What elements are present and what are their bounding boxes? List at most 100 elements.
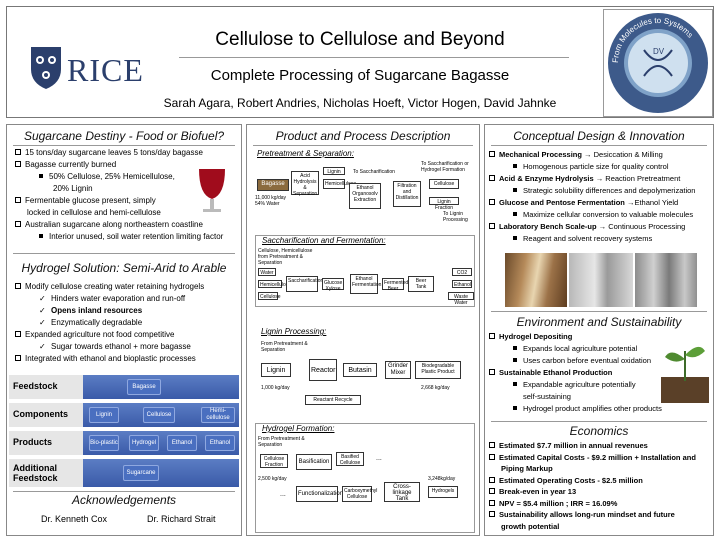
cellulose-input-box: Cellulose — [258, 292, 281, 300]
lignin-output-rate: 2,668 kg/day — [421, 385, 450, 391]
section-divider — [13, 491, 235, 492]
water-box: Water — [258, 268, 276, 276]
ellipsis-2: ... — [280, 491, 286, 498]
grinder-mixer-box: Grinder Mixer — [385, 361, 411, 379]
list-item: Piping Markup — [501, 464, 553, 473]
hydrogels-box: Hydrogels — [428, 486, 458, 498]
list-item: growth potential — [501, 521, 560, 531]
list-item: Modify cellulose creating water retainin… — [15, 281, 241, 293]
poster-header: RICE Cellulose to Cellulose and Beyond C… — [6, 6, 714, 118]
check-icon: ✓ — [39, 318, 46, 327]
list-item: Glucose and Pentose Fermentation →Ethano… — [489, 197, 713, 209]
fermented-beer-box: Fermented Beer — [382, 278, 409, 292]
list-item: ✓Enzymatically degradable — [39, 318, 143, 327]
section-title-acknowledgements: Acknowledgements — [71, 493, 177, 507]
fermentation-tanks-photo — [635, 253, 697, 307]
ethanol-glass-icon — [199, 169, 225, 212]
list-item: locked in cellulose and hemi-cellulose — [27, 208, 161, 217]
sacch-source: Cellulose, Hemicellulose from Pretreatme… — [258, 248, 313, 266]
seal-icon: From Molecules to Systems DV — [608, 13, 708, 113]
cellulose-chip: Cellulose — [143, 407, 175, 423]
list-item: ✓Sugar towards ethanol + more bagasse — [39, 342, 191, 351]
list-item: Break-even in year 13 — [489, 486, 713, 498]
left-column: Sugarcane Destiny - Food or Biofuel? 15 … — [6, 124, 242, 536]
section-title-sugarcane: Sugarcane Destiny - Food or Biofuel? — [23, 129, 225, 143]
list-item: 20% Lignin — [53, 184, 93, 193]
seal-inner-text: DV — [653, 47, 665, 56]
list-item: Maximize cellular conversion to valuable… — [489, 209, 713, 221]
poster-subtitle: Complete Processing of Sugarcane Bagasse — [210, 67, 510, 84]
row-label: Products — [9, 431, 83, 455]
right-column: Conceptual Design & Innovation Mechanica… — [484, 124, 714, 536]
row-label: Feedstock — [9, 375, 83, 399]
list-item: Mechanical Processing → Desiccation & Mi… — [489, 149, 713, 161]
list-item: Estimated $7.7 million in annual revenue… — [489, 440, 713, 452]
section-title-economics: Economics — [569, 424, 629, 438]
hydrogel-chip: Hydrogel — [129, 435, 159, 451]
cross-linkage-tank-box: Cross-linkage Tank — [384, 482, 420, 502]
list-item: Expands local agriculture potential — [489, 343, 665, 355]
ethanol-chip: Ethanol — [167, 435, 197, 451]
list-item: Sustainability allows long-run mindset a… — [489, 509, 713, 521]
saccharification-heading: Saccharification and Fermentation: — [262, 236, 386, 245]
bagasse-chip: Bagasse — [127, 379, 161, 395]
list-item: Sustainable Ethanol Production — [489, 367, 665, 379]
list-item: self-sustaining — [523, 392, 571, 401]
cellulose-fraction-box: Cellulose Fraction — [260, 454, 288, 468]
check-icon: ✓ — [39, 306, 46, 315]
row-label: Additional Feedstock — [9, 459, 83, 487]
waste-water-box: Waste Water — [448, 292, 474, 306]
owl-shield-icon: RICE — [31, 47, 143, 89]
biodegradable-plastic-box: Biodegradable Plastic Product — [415, 361, 461, 379]
section-divider — [13, 253, 235, 254]
list-item: Laboratory Bench Scale-up → Continuous P… — [489, 221, 713, 233]
sugarcane-photo — [505, 253, 567, 307]
section-divider — [491, 145, 707, 146]
section-title-environment: Environment and Sustainability — [516, 315, 682, 329]
to-sacch-hydrogel-label: To Saccharification or Hydrogel Formatio… — [421, 161, 469, 173]
to-saccharification-label: To Saccharification — [353, 169, 395, 175]
seedling-icon — [661, 346, 709, 403]
sugarcane-list: 15 tons/day sugarcane leaves 5 tons/day … — [15, 147, 241, 243]
hemicellulose-chip: Hemi-cellulose — [201, 407, 235, 423]
lignin-source: From Pretreatment & Separation — [261, 341, 308, 353]
reactant-recycle-box: Reactant Recycle — [305, 395, 361, 405]
hydrogel-input-rate: 2,500 kg/day — [258, 476, 287, 482]
check-icon: ✓ — [39, 342, 46, 351]
rice-logo: RICE — [27, 43, 167, 93]
cellulose-box: Cellulose — [429, 179, 459, 189]
title-divider — [179, 57, 569, 58]
hydrogel-diagram: Hydrogel Formation: From Pretreatment & … — [255, 423, 475, 533]
hydrogel-output-rate: 3,248kg/day — [428, 476, 456, 482]
check-icon: ✓ — [39, 294, 46, 303]
list-item: Expandable agriculture potentially — [489, 379, 665, 391]
reactor-box: Reactor — [309, 359, 337, 381]
table-row: Additional Feedstock Sugarcane — [9, 459, 239, 487]
fermentation-box: Ethanol Fermentation — [350, 274, 381, 294]
section-divider — [13, 145, 235, 146]
row-label: Components — [9, 403, 83, 427]
middle-column: Product and Process Description Pretreat… — [246, 124, 480, 536]
to-lignin-label: To Lignin Processing — [443, 211, 468, 223]
section-title-hydrogel: Hydrogel Solution: Semi-Arid to Arable — [21, 261, 227, 275]
functionalization-box: Functionalization — [296, 486, 343, 502]
table-row: Products Bio-plastic Hydrogel Ethanol Et… — [9, 431, 239, 455]
basified-cellulose-box: Basified Cellulose — [336, 452, 364, 466]
list-item: Australian sugarcane along northeastern … — [15, 219, 241, 231]
list-item: Hydrogel Depositing — [489, 331, 665, 343]
hydrogel-source: From Pretreatment & Separation — [258, 436, 305, 448]
list-item: Bagasse currently burned — [15, 159, 241, 171]
lignin-heading: Lignin Processing: — [261, 327, 327, 336]
list-item: Estimated Capital Costs - $9.2 million +… — [489, 452, 713, 464]
list-item: 50% Cellulose, 25% Hemicellulose, — [15, 171, 241, 183]
list-item: Strategic solubility differences and dep… — [489, 185, 713, 197]
glucose-xylose-box: Glucose Xylose — [322, 278, 344, 292]
pretreatment-diagram: Bagasse 11,000 kg/day 54% Water Acid Hyd… — [253, 161, 475, 229]
hydrogel-list: Modify cellulose creating water retainin… — [15, 281, 241, 365]
list-item: Integrated with ethanol and bioplastic p… — [15, 353, 241, 365]
poster-title: Cellulose to Cellulose and Beyond — [215, 29, 505, 50]
economics-list: Estimated $7.7 million in annual revenue… — [489, 440, 713, 532]
list-item: Fermentable glucose present, simply — [15, 195, 241, 207]
environment-list: Hydrogel Depositing Expands local agricu… — [489, 331, 665, 415]
lignin-fraction-box: Lignin Fraction — [429, 197, 459, 211]
